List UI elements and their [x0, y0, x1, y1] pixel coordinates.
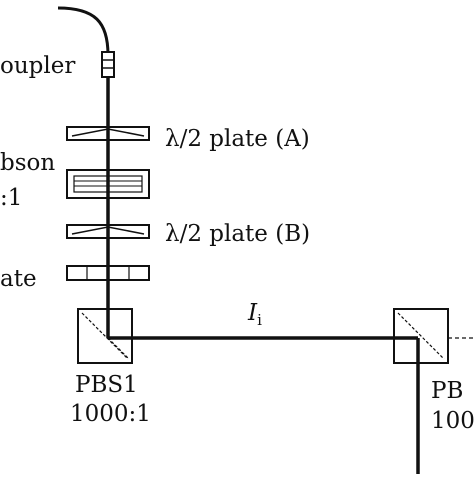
fiber-coupler — [101, 51, 115, 78]
pbs2-ratio-label: 100 — [431, 408, 474, 434]
optical-fiber — [57, 6, 110, 56]
pbs1-ratio-label: 1000:1 — [70, 401, 151, 427]
gibson-label-line2: :1 — [0, 185, 22, 211]
coupler-label: oupler — [0, 53, 75, 79]
plate-a-label: λ/2 plate (A) — [165, 126, 310, 152]
wave-plate-c — [66, 265, 150, 281]
pbs1-cube — [77, 308, 133, 364]
plate-b-label: λ/2 plate (B) — [165, 221, 310, 247]
half-wave-plate-a — [66, 126, 150, 141]
beam-intensity-label: Ii — [247, 300, 262, 329]
gibson-polarizer — [66, 169, 150, 199]
gibson-label-line1: bson — [0, 150, 55, 176]
half-wave-plate-b — [66, 224, 150, 239]
beam-subscript: i — [257, 311, 262, 329]
pbs2-name-label: PB — [431, 378, 463, 404]
plate-c-label: ate — [0, 266, 37, 292]
beam-symbol: I — [247, 300, 258, 326]
pbs2-cube — [393, 308, 474, 364]
pbs1-name-label: PBS1 — [75, 372, 138, 398]
